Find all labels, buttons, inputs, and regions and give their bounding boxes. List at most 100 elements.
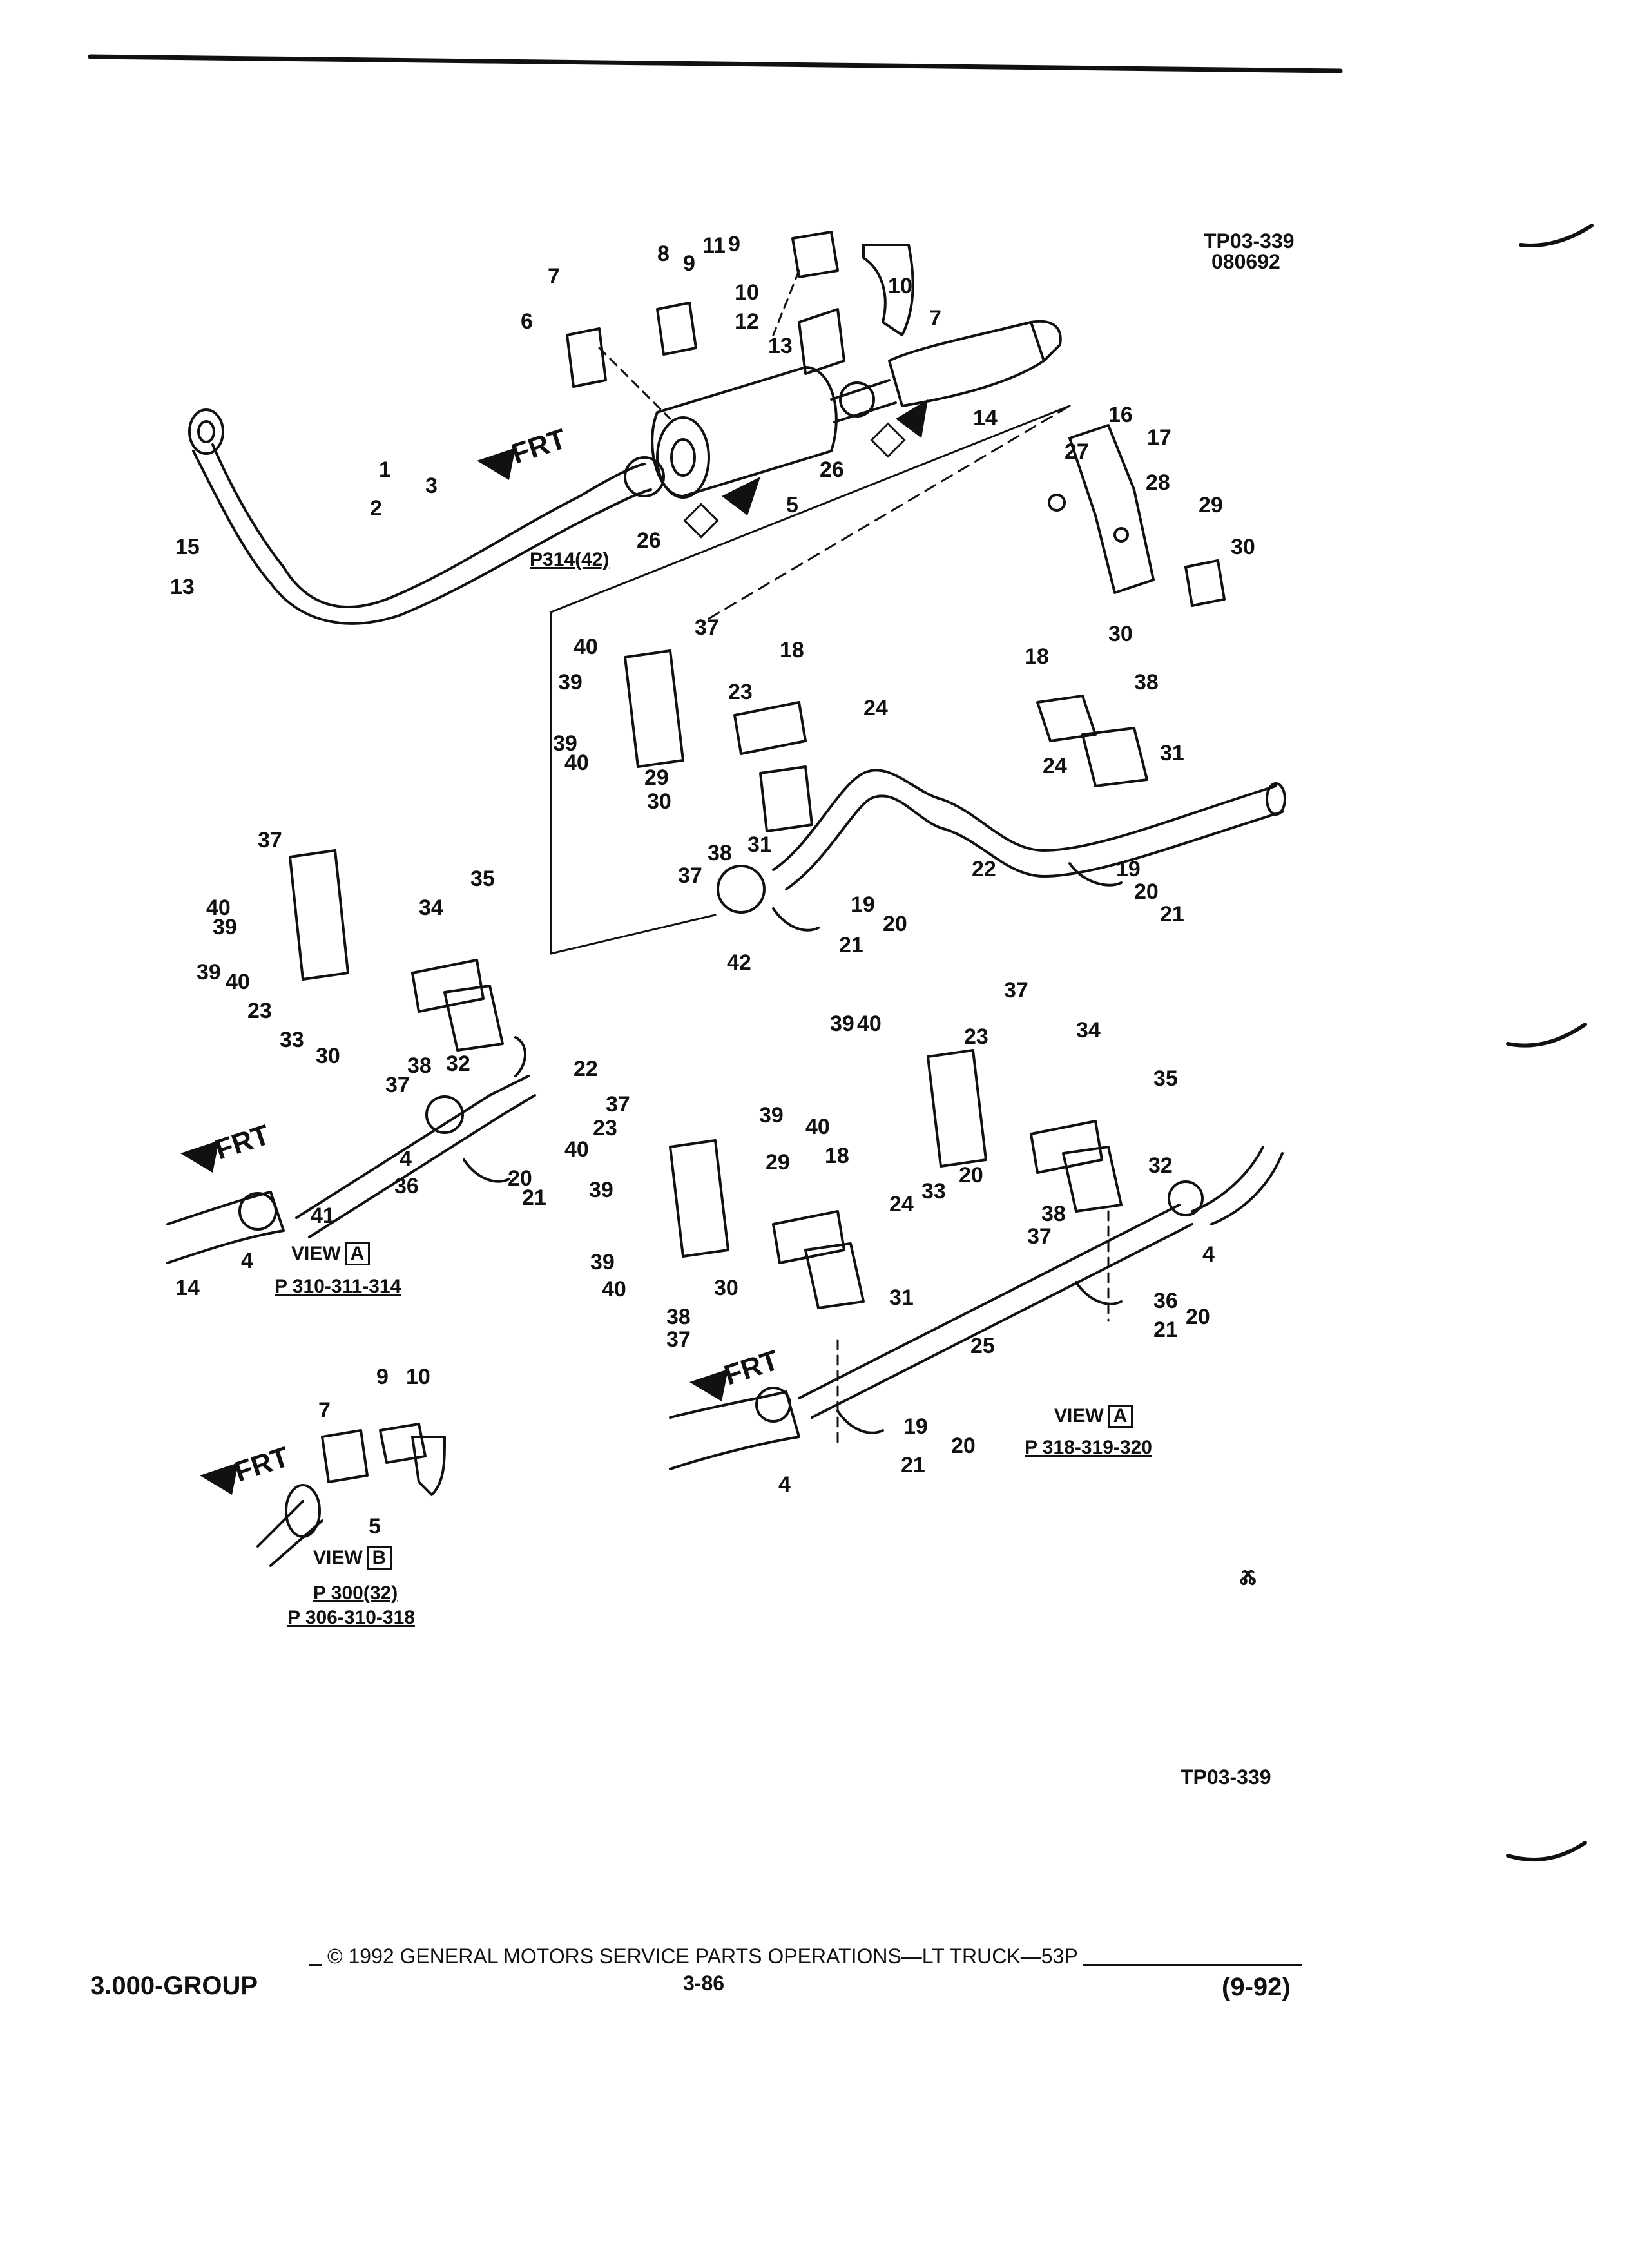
svg-text:21: 21 bbox=[522, 1186, 546, 1210]
part-ref-top: P314(42) bbox=[530, 549, 610, 570]
header-rule bbox=[88, 54, 1343, 73]
svg-text:20: 20 bbox=[508, 1166, 532, 1191]
svg-text:28: 28 bbox=[1146, 470, 1170, 495]
svg-text:34: 34 bbox=[419, 896, 443, 920]
svg-text:23: 23 bbox=[964, 1024, 988, 1049]
svg-text:18: 18 bbox=[1025, 644, 1049, 669]
svg-text:35: 35 bbox=[1153, 1066, 1178, 1091]
svg-text:14: 14 bbox=[175, 1276, 200, 1300]
view-a-left-label: VIEW bbox=[291, 1243, 341, 1264]
svg-text:32: 32 bbox=[1148, 1153, 1173, 1178]
svg-text:FRT: FRT bbox=[508, 423, 570, 470]
svg-text:20: 20 bbox=[951, 1434, 976, 1458]
svg-text:30: 30 bbox=[316, 1044, 340, 1068]
svg-text:2: 2 bbox=[370, 496, 382, 521]
svg-text:7: 7 bbox=[548, 264, 560, 289]
view-b-label: VIEW bbox=[313, 1547, 363, 1568]
svg-text:8: 8 bbox=[657, 242, 670, 266]
svg-text:5: 5 bbox=[369, 1514, 381, 1539]
svg-text:30: 30 bbox=[647, 789, 671, 814]
svg-text:38: 38 bbox=[1134, 670, 1159, 695]
svg-text:12: 12 bbox=[735, 309, 759, 334]
footer-group: 3.000-GROUP bbox=[90, 1972, 258, 2000]
svg-text:21: 21 bbox=[901, 1453, 925, 1477]
svg-text:21: 21 bbox=[839, 933, 863, 957]
svg-text:37: 37 bbox=[695, 615, 719, 640]
svg-text:40: 40 bbox=[857, 1012, 882, 1036]
svg-text:20: 20 bbox=[959, 1163, 983, 1187]
svg-text:30: 30 bbox=[714, 1276, 738, 1300]
svg-text:11: 11 bbox=[702, 233, 726, 258]
svg-text:5: 5 bbox=[786, 493, 798, 517]
svg-text:7: 7 bbox=[318, 1398, 331, 1423]
svg-text:10: 10 bbox=[735, 280, 759, 305]
svg-text:18: 18 bbox=[825, 1144, 849, 1168]
svg-text:4: 4 bbox=[241, 1249, 253, 1273]
svg-text:39: 39 bbox=[197, 960, 221, 985]
svg-text:37: 37 bbox=[678, 863, 702, 888]
svg-text:38: 38 bbox=[666, 1305, 691, 1329]
svg-text:4: 4 bbox=[778, 1472, 791, 1497]
svg-text:36: 36 bbox=[394, 1174, 419, 1198]
svg-text:19: 19 bbox=[851, 892, 875, 917]
svg-text:FRT: FRT bbox=[720, 1344, 783, 1391]
svg-text:29: 29 bbox=[1199, 493, 1223, 517]
svg-text:40: 40 bbox=[564, 1137, 589, 1162]
svg-text:30: 30 bbox=[1231, 535, 1255, 559]
svg-text:40: 40 bbox=[564, 751, 589, 775]
svg-text:33: 33 bbox=[280, 1028, 304, 1052]
svg-text:4: 4 bbox=[400, 1147, 412, 1171]
svg-text:38: 38 bbox=[708, 841, 732, 865]
svg-text:18: 18 bbox=[780, 638, 804, 662]
svg-text:31: 31 bbox=[889, 1285, 914, 1310]
svg-text:40: 40 bbox=[574, 635, 598, 659]
svg-text:7: 7 bbox=[929, 306, 941, 331]
svg-text:20: 20 bbox=[1186, 1305, 1210, 1329]
svg-text:1: 1 bbox=[379, 457, 391, 482]
svg-text:10: 10 bbox=[888, 274, 912, 298]
svg-text:30: 30 bbox=[1108, 622, 1133, 646]
svg-text:29: 29 bbox=[766, 1150, 790, 1175]
svg-text:22: 22 bbox=[972, 857, 996, 881]
svg-text:42: 42 bbox=[727, 950, 751, 975]
svg-text:17: 17 bbox=[1147, 425, 1171, 450]
svg-text:32: 32 bbox=[446, 1052, 470, 1076]
view-a-left-letter: A bbox=[344, 1242, 371, 1265]
illustration-code-bottom: TP03-339 bbox=[1181, 1765, 1271, 1789]
svg-text:40: 40 bbox=[206, 896, 231, 920]
view-b-letter: B bbox=[366, 1546, 392, 1570]
svg-text:FRT: FRT bbox=[211, 1119, 274, 1166]
svg-text:35: 35 bbox=[470, 867, 495, 891]
svg-text:38: 38 bbox=[1041, 1202, 1066, 1226]
svg-text:19: 19 bbox=[1116, 857, 1141, 881]
svg-text:20: 20 bbox=[883, 912, 907, 936]
svg-text:39: 39 bbox=[558, 670, 583, 695]
svg-text:6: 6 bbox=[521, 309, 533, 334]
svg-text:39: 39 bbox=[590, 1250, 615, 1274]
svg-text:14: 14 bbox=[973, 406, 998, 430]
svg-text:21: 21 bbox=[1153, 1318, 1178, 1342]
svg-text:31: 31 bbox=[747, 832, 772, 857]
svg-text:37: 37 bbox=[258, 828, 282, 852]
illustration-date-code: 080692 bbox=[1211, 250, 1280, 273]
illustration-code: TP03-339 bbox=[1204, 229, 1295, 253]
view-a-right-ref: P 318-319-320 bbox=[1025, 1437, 1152, 1458]
svg-text:26: 26 bbox=[820, 457, 844, 482]
svg-text:34: 34 bbox=[1076, 1018, 1101, 1043]
svg-text:39: 39 bbox=[759, 1103, 784, 1128]
svg-text:40: 40 bbox=[602, 1277, 626, 1302]
svg-text:37: 37 bbox=[606, 1092, 630, 1117]
svg-text:25: 25 bbox=[970, 1334, 995, 1358]
svg-text:23: 23 bbox=[728, 680, 753, 704]
view-a-right-label: VIEW bbox=[1054, 1405, 1104, 1427]
svg-text:23: 23 bbox=[247, 999, 272, 1023]
svg-text:19: 19 bbox=[903, 1414, 928, 1439]
svg-text:20: 20 bbox=[1134, 879, 1159, 904]
svg-text:9: 9 bbox=[728, 232, 740, 256]
svg-text:15: 15 bbox=[175, 535, 200, 559]
svg-text:37: 37 bbox=[666, 1327, 691, 1352]
svg-text:39: 39 bbox=[553, 731, 577, 756]
